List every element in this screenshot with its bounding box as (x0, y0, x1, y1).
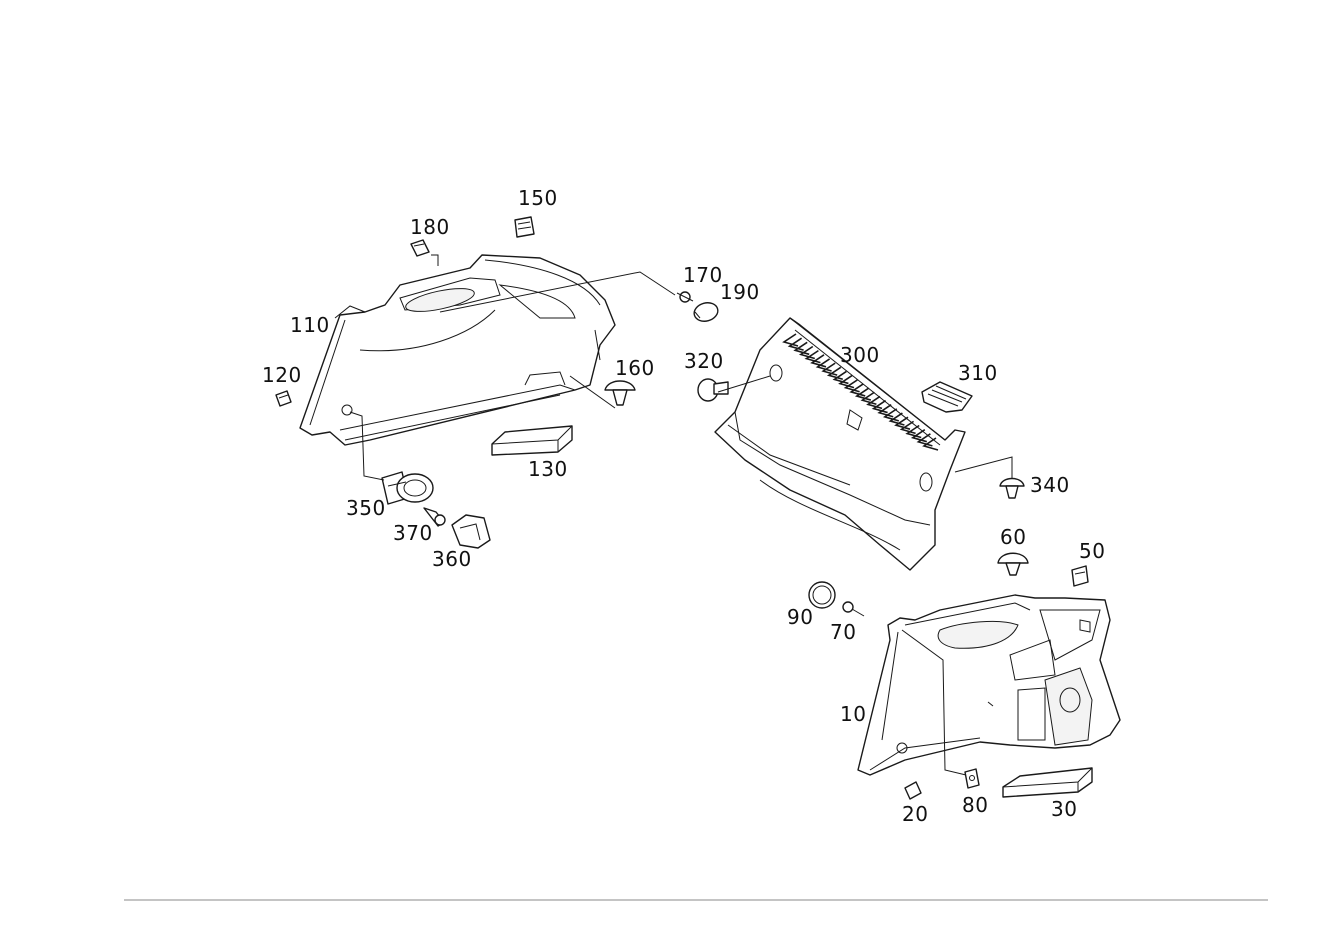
center-sill-panel (714, 317, 966, 571)
part-310-cover (921, 381, 973, 413)
callout-160: 160 (615, 356, 655, 380)
callout-180: 180 (410, 215, 450, 239)
part-80-clip (964, 768, 980, 789)
part-120-clip (275, 390, 292, 407)
part-150-clip (514, 216, 535, 238)
part-70-screw (842, 601, 865, 617)
part-90-ring (808, 581, 836, 609)
callout-110: 110 (290, 313, 330, 337)
callout-130: 130 (528, 457, 568, 481)
callout-150: 150 (518, 186, 558, 210)
part-160-rivet (604, 380, 636, 406)
callout-70: 70 (830, 620, 856, 644)
callout-80: 80 (962, 793, 988, 817)
part-190-cap (693, 302, 719, 322)
part-30-pad (1002, 767, 1093, 798)
part-60-rivet (997, 552, 1029, 576)
callout-20: 20 (902, 802, 928, 826)
part-350-tiedown (381, 471, 434, 505)
part-130-pad (491, 425, 573, 456)
part-20-clip (904, 781, 922, 800)
callout-10: 10 (840, 702, 866, 726)
right-trim-panel (857, 594, 1121, 776)
callout-300: 300 (840, 343, 880, 367)
part-370-bolt (423, 507, 446, 527)
callout-370: 370 (393, 521, 433, 545)
callout-120: 120 (262, 363, 302, 387)
callout-170: 170 (683, 263, 723, 287)
callout-190: 190 (720, 280, 760, 304)
part-320-plug (697, 378, 729, 402)
leader-lines (349, 254, 1013, 776)
callout-340: 340 (1030, 473, 1070, 497)
part-170-screw (676, 291, 694, 303)
callout-90: 90 (787, 605, 813, 629)
center-sill-ribs (782, 333, 939, 451)
callout-350: 350 (346, 496, 386, 520)
callout-60: 60 (1000, 525, 1026, 549)
callout-320: 320 (684, 349, 724, 373)
callout-310: 310 (958, 361, 998, 385)
part-360-cover (451, 514, 491, 549)
callout-360: 360 (432, 547, 472, 571)
left-trim-panel (299, 254, 616, 446)
part-50-clip (1071, 565, 1089, 587)
part-340-rivet (999, 477, 1025, 499)
callout-labels: 150 180 170 190 110 120 160 130 350 370 … (262, 186, 1105, 826)
part-180-clip (410, 239, 430, 257)
callout-50: 50 (1079, 539, 1105, 563)
callout-30: 30 (1051, 797, 1077, 821)
